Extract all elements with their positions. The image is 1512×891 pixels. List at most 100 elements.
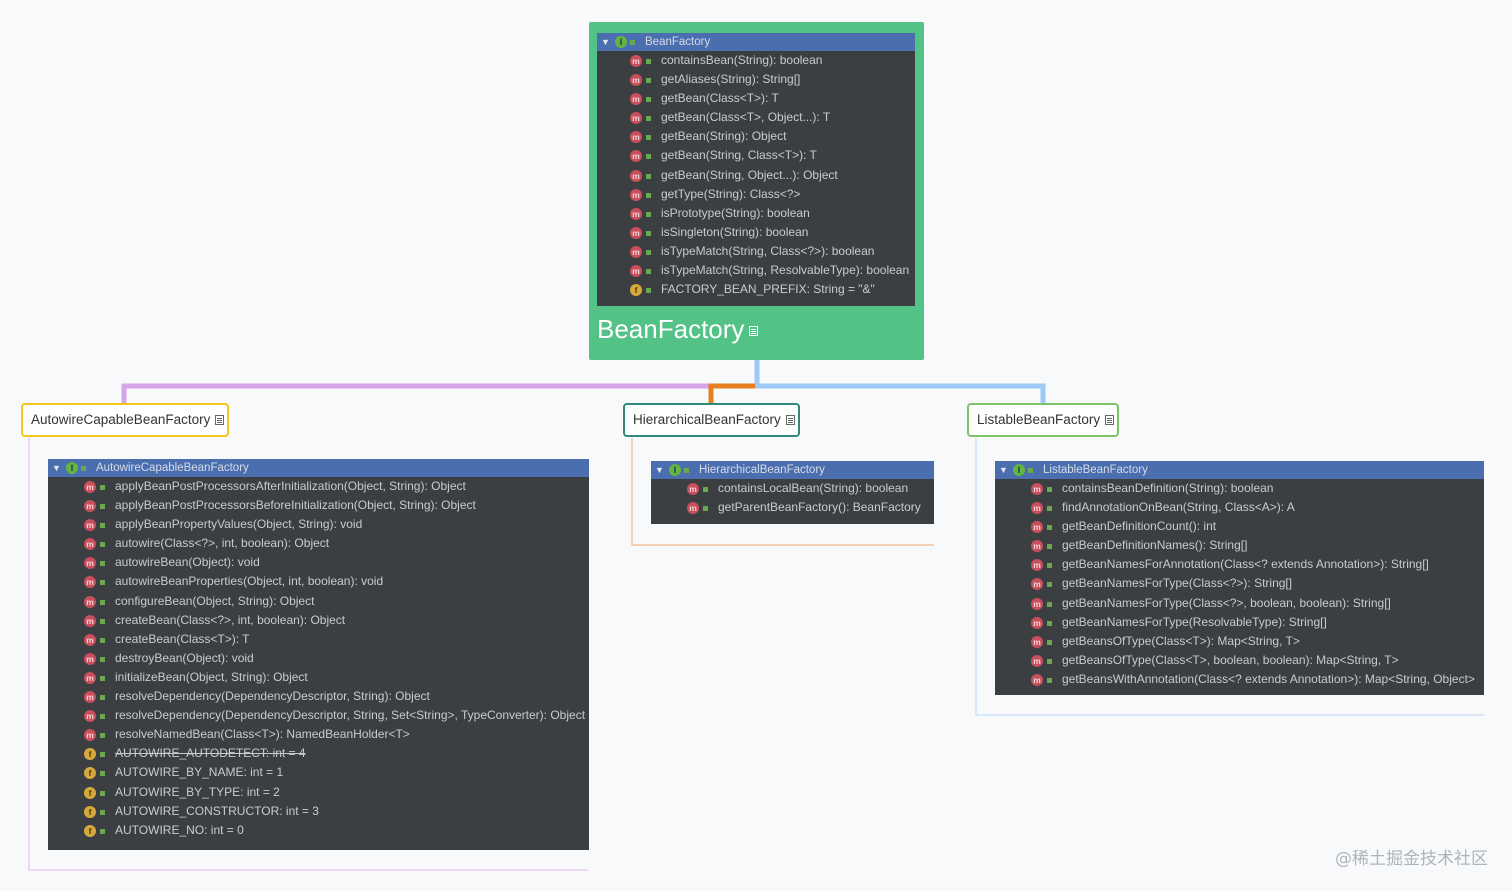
expand-arrow-icon[interactable]: ▼ [655, 465, 664, 475]
member-signature: resolveNamedBean(Class<T>): NamedBeanHol… [115, 727, 410, 742]
method-icon: m [84, 633, 96, 646]
field-icon: f [84, 748, 96, 761]
note-icon[interactable] [215, 415, 225, 426]
member-signature: destroyBean(Object): void [115, 650, 254, 665]
note-icon[interactable] [749, 326, 759, 337]
expand-arrow-icon[interactable]: ▼ [601, 37, 610, 47]
interface-icon: I [669, 464, 681, 476]
member-signature: AUTOWIRE_NO: int = 0 [115, 822, 244, 837]
field-icon: f [84, 786, 96, 799]
interface-icon: I [66, 462, 78, 474]
public-visibility-icon [646, 116, 651, 122]
child-label-listable[interactable]: ListableBeanFactory [967, 403, 1119, 437]
expand-arrow-icon[interactable]: ▼ [999, 465, 1008, 475]
method-row[interactable]: m isTypeMatch(String, Class<?>): boolean [597, 242, 915, 261]
member-signature: getBean(String, Class<T>): T [661, 148, 817, 163]
method-icon: m [1031, 597, 1043, 610]
public-visibility-icon [81, 466, 86, 471]
note-icon[interactable] [1105, 415, 1115, 426]
member-signature: getBeansWithAnnotation(Class<? extends A… [1062, 671, 1475, 686]
method-icon: m [630, 265, 642, 278]
public-visibility-icon [100, 504, 105, 510]
member-signature: getBeanNamesForType(Class<?>): String[] [1062, 576, 1293, 591]
member-signature: isTypeMatch(String, Class<?>): boolean [661, 243, 875, 258]
method-icon: m [687, 483, 699, 495]
method-icon: m [1031, 483, 1043, 495]
member-signature: containsBean(String): boolean [661, 53, 823, 67]
public-visibility-icon [100, 752, 105, 758]
method-icon: m [630, 226, 642, 239]
public-visibility-icon [703, 487, 708, 492]
expand-arrow-icon[interactable]: ▼ [52, 463, 61, 473]
method-row[interactable]: m containsBeanDefinition(String): boolean [995, 479, 1484, 498]
public-visibility-icon [1047, 601, 1052, 607]
method-icon: m [630, 207, 642, 220]
child-label-autowire[interactable]: AutowireCapableBeanFactory [21, 403, 229, 437]
note-icon[interactable] [785, 415, 795, 426]
public-visibility-icon [100, 771, 105, 777]
public-visibility-icon [100, 809, 105, 815]
method-icon: m [630, 131, 642, 144]
method-row[interactable]: m applyBeanPostProcessorsAfterInitializat… [48, 477, 589, 496]
method-icon: m [630, 245, 642, 258]
member-signature: getBean(Class<T>): T [661, 91, 779, 106]
method-icon: m [84, 481, 96, 493]
member-signature: applyBeanPostProcessorsAfterInitializati… [115, 479, 466, 493]
member-signature: autowireBean(Object): void [115, 555, 260, 570]
public-visibility-icon [1047, 677, 1052, 683]
child-label-hierarchical[interactable]: HierarchicalBeanFactory [623, 403, 800, 437]
member-signature: containsBeanDefinition(String): boolean [1062, 481, 1274, 495]
public-visibility-icon [100, 485, 105, 490]
member-signature: configureBean(Object, String): Object [115, 593, 315, 608]
